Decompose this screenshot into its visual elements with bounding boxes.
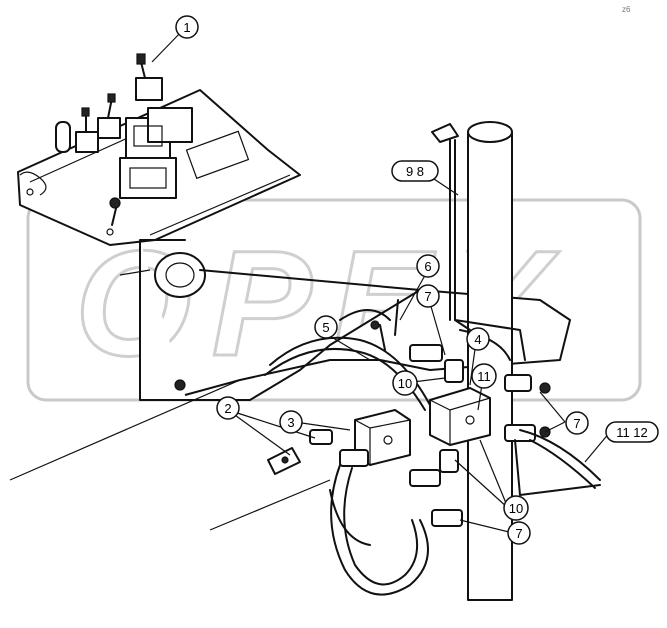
callout: 10 — [503, 495, 529, 521]
callout: 7 — [507, 521, 531, 545]
callout-label: 4 — [474, 332, 481, 347]
callout-label: 10 — [398, 376, 412, 391]
callout: 3 — [279, 410, 303, 434]
corner-mark: z6 — [622, 5, 631, 14]
callout: 2 — [216, 396, 240, 420]
toggle-switch-icon — [75, 107, 99, 153]
callout-label: 7 — [424, 289, 431, 304]
callout: 6 — [416, 254, 440, 278]
callout-label: 1 — [183, 20, 190, 35]
callout: 11 — [471, 363, 497, 389]
callout-label: 2 — [224, 401, 231, 416]
callout-label: 6 — [424, 259, 431, 274]
callout: 5 — [314, 315, 338, 339]
valve-block — [429, 387, 491, 446]
indicator-lamp-icon — [55, 121, 71, 153]
callout-label: 11 12 — [616, 425, 648, 440]
callout-label: 11 — [477, 369, 491, 384]
callout: 4 — [466, 327, 490, 351]
callout: 7 — [565, 411, 589, 435]
callout-label: 5 — [322, 320, 329, 335]
control-panel — [17, 53, 301, 246]
callout-label: 7 — [515, 526, 522, 541]
fittings — [267, 299, 551, 527]
callout-label: 7 — [573, 416, 580, 431]
callout: 9 8 — [391, 160, 439, 182]
callout-label: 10 — [509, 501, 523, 516]
callout: 11 12 — [605, 421, 659, 443]
callout-label: 3 — [287, 415, 294, 430]
callout: 1 — [175, 15, 199, 39]
callout: 10 — [392, 370, 418, 396]
toggle-switch-icon — [135, 53, 163, 101]
toggle-switch-icon — [97, 93, 121, 139]
callout-label: 9 8 — [406, 164, 424, 179]
callout: 7 — [416, 284, 440, 308]
